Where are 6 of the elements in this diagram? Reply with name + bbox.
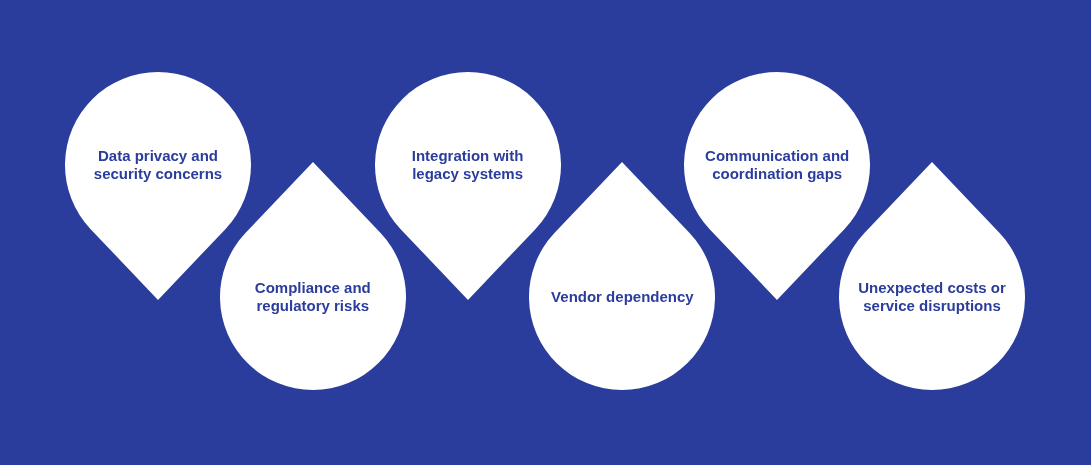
node-text: Vendor dependency bbox=[551, 288, 694, 306]
node-text: Communication and coordination gaps bbox=[704, 147, 851, 183]
node-text: Unexpected costs or service disruptions bbox=[857, 279, 1007, 315]
node-text: Data privacy and security concerns bbox=[92, 147, 224, 183]
node-text: Integration with legacy systems bbox=[410, 147, 525, 183]
node-text: Compliance and regulatory risks bbox=[253, 279, 372, 315]
